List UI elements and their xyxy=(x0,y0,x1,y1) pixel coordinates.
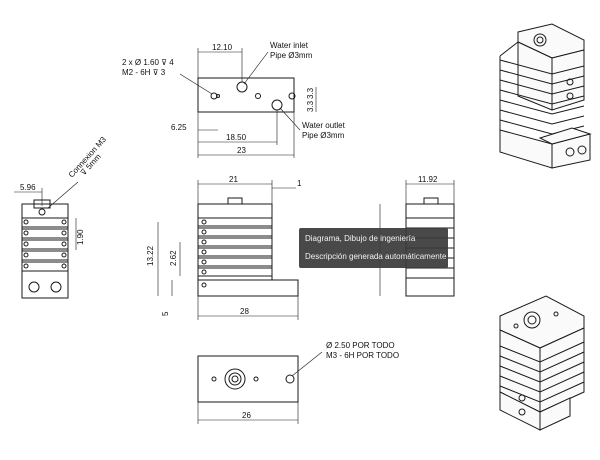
front-view: 21 1 13.22 2.62 5 28 xyxy=(146,175,302,320)
dim-12-10: 12.10 xyxy=(212,43,233,52)
dim-28: 28 xyxy=(240,307,249,316)
water-outlet-line2: Pipe Ø3mm xyxy=(302,131,345,140)
top-view: 12.10 6.25 18.50 23 3.3 3.3 2 x Ø 1.60 ⊽… xyxy=(122,41,346,158)
isometric-view-bottom xyxy=(499,295,585,431)
bottom-note-line1: Ø 2.50 POR TODO xyxy=(326,341,395,350)
dim-3-3-a: 3.3 xyxy=(306,87,315,99)
dim-18-50: 18.50 xyxy=(226,133,247,142)
dim-26: 26 xyxy=(242,411,251,420)
caption-line-2: Descripción generada automáticamente xyxy=(305,252,447,261)
dim-5-96: 5.96 xyxy=(20,183,36,192)
water-outlet-line1: Water outlet xyxy=(302,121,346,130)
dim-2-62: 2.62 xyxy=(169,250,178,266)
water-inlet-line2: Pipe Ø3mm xyxy=(270,51,313,60)
dim-1: 1 xyxy=(297,179,302,188)
image-caption-overlay: Diagrama, Dibujo de ingeniería Descripci… xyxy=(299,228,448,268)
isometric-view-top xyxy=(499,23,592,169)
holes-note-line1: 2 x Ø 1.60 ⊽ 4 xyxy=(122,58,174,67)
dim-5: 5 xyxy=(161,311,170,316)
holes-note-line2: M2 - 6H ⊽ 3 xyxy=(122,68,166,77)
caption-line-1: Diagrama, Dibujo de ingeniería xyxy=(305,234,416,243)
dim-1-90: 1.90 xyxy=(76,229,85,245)
bottom-note-line2: M3 - 6H POR TODO xyxy=(326,351,399,360)
dim-11-92: 11.92 xyxy=(418,175,438,184)
dim-6-25: 6.25 xyxy=(171,123,187,132)
water-inlet-line1: Water inlet xyxy=(270,41,309,50)
dim-23: 23 xyxy=(237,146,246,155)
left-view: 5.96 1.90 Connexion M3 ⊽ 5mm xyxy=(14,135,108,299)
bottom-view: 26 Ø 2.50 POR TODO M3 - 6H POR TODO xyxy=(197,341,399,424)
dim-13-22: 13.22 xyxy=(146,245,155,266)
dim-21: 21 xyxy=(229,175,238,184)
dim-3-3-b: 3.3 xyxy=(306,100,315,112)
